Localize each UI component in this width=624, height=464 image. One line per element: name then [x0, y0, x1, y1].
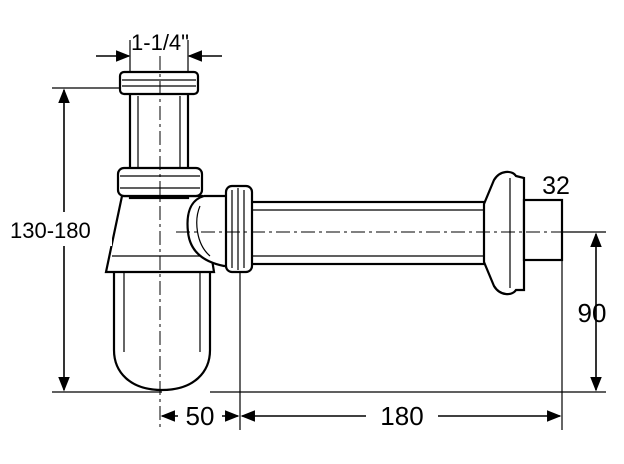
total-height-label: 130-180 [10, 218, 91, 243]
outlet-nut [224, 184, 254, 274]
extension-lines [52, 40, 606, 430]
trap-bottle [104, 194, 216, 392]
arm-length-label: 180 [380, 401, 423, 431]
wall-rosette [482, 170, 526, 296]
trap-branch [186, 194, 238, 268]
outlet-arm [248, 200, 502, 266]
outlet-height-label: 90 [578, 298, 607, 328]
outlet-spigot [522, 198, 564, 262]
outlet-diameter-label: 32 [542, 172, 570, 200]
trap-offset-label: 50 [186, 401, 215, 431]
inlet-size-label: 1-1/4" [131, 30, 189, 55]
